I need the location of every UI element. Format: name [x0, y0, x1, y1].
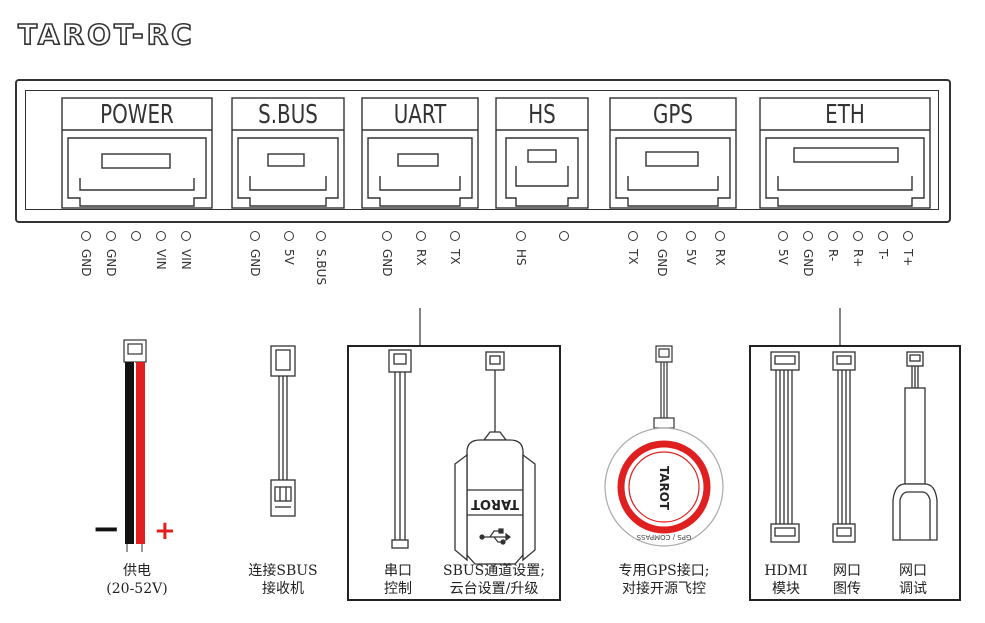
port-label-eth: ETH	[825, 100, 865, 130]
positive-mark: +	[154, 516, 176, 546]
pin-label-eth-3: R-	[826, 249, 840, 262]
usb-icon	[479, 528, 511, 545]
pin-label-power-5: VIN	[179, 249, 193, 270]
pin-dot	[81, 231, 91, 241]
pin-dot	[131, 231, 141, 241]
pin-dot	[903, 231, 913, 241]
pin-dot	[657, 231, 667, 241]
pin-dot	[250, 231, 260, 241]
pin-dot	[828, 231, 838, 241]
pin-dot	[803, 231, 813, 241]
caption-gps: 专用GPS接口; 对接开源飞控	[618, 563, 710, 597]
negative-mark: −	[92, 509, 121, 549]
port-label-power: POWER	[100, 100, 174, 130]
pin-label-sbus-1: GND	[248, 249, 262, 277]
pin-label-uart-3: TX	[448, 249, 462, 265]
port-label-hs: HS	[528, 100, 556, 130]
pin-label-power-1: GND	[79, 249, 93, 277]
port-label-gps: GPS	[652, 100, 694, 130]
pin-label-eth-6: T+	[901, 249, 915, 267]
pin-label-uart-2: RX	[414, 249, 428, 266]
gps-module-brand: TAROT	[657, 466, 671, 511]
caption-eth-image: 网口 图传	[833, 563, 861, 597]
pin-dot	[450, 231, 460, 241]
pin-dot	[715, 231, 725, 241]
pin-dot	[686, 231, 696, 241]
pin-label-sbus-2: 5V	[282, 249, 296, 265]
caption-sbus-setting: SBUS通道设置; 云台设置/升级	[443, 563, 545, 597]
pin-dot	[516, 231, 526, 241]
port-label-sbus: S.BUS	[258, 100, 318, 130]
pin-dot	[382, 231, 392, 241]
pin-label-gps-4: RX	[713, 249, 727, 266]
pin-dot	[416, 231, 426, 241]
pin-dot	[878, 231, 888, 241]
pin-label-hs-1: HS	[514, 249, 528, 266]
tarot-logo: TAROT-RC	[17, 17, 195, 52]
caption-eth-debug: 网口 调试	[899, 563, 927, 597]
port-label-uart: UART	[393, 100, 447, 130]
pin-label-gps-3: 5V	[684, 249, 698, 265]
caption-power: 供电 (20-52V)	[106, 563, 168, 597]
pin-label-eth-5: T-	[876, 249, 890, 260]
pin-dot	[628, 231, 638, 241]
connector-panel	[15, 79, 951, 223]
caption-sbus: 连接SBUS 接收机	[248, 563, 318, 597]
pin-label-gps-1: TX	[626, 249, 640, 265]
pin-dot	[316, 231, 326, 241]
pin-dot	[156, 231, 166, 241]
pin-label-sbus-3: S.BUS	[314, 249, 328, 286]
pin-label-eth-4: R+	[851, 249, 865, 268]
caption-uart: 串口 控制	[384, 563, 412, 597]
pin-dot	[106, 231, 116, 241]
pin-label-power-2: GND	[104, 249, 118, 277]
connector-strip	[25, 90, 939, 210]
pin-label-power-4: VIN	[154, 249, 168, 270]
sbus-module-brand: TAROT	[471, 496, 519, 511]
gps-ring-text: GPS / COMPASS	[636, 533, 691, 541]
pin-dot	[284, 231, 294, 241]
pin-dot	[853, 231, 863, 241]
caption-hdmi: HDMI 模块	[764, 563, 808, 597]
pin-dot	[559, 231, 569, 241]
pin-label-eth-2: GND	[801, 249, 815, 277]
pin-dot	[778, 231, 788, 241]
pin-dot	[181, 231, 191, 241]
pin-label-uart-1: GND	[380, 249, 394, 277]
pin-label-gps-2: GND	[655, 249, 669, 277]
pin-label-eth-1: 5V	[776, 249, 790, 265]
